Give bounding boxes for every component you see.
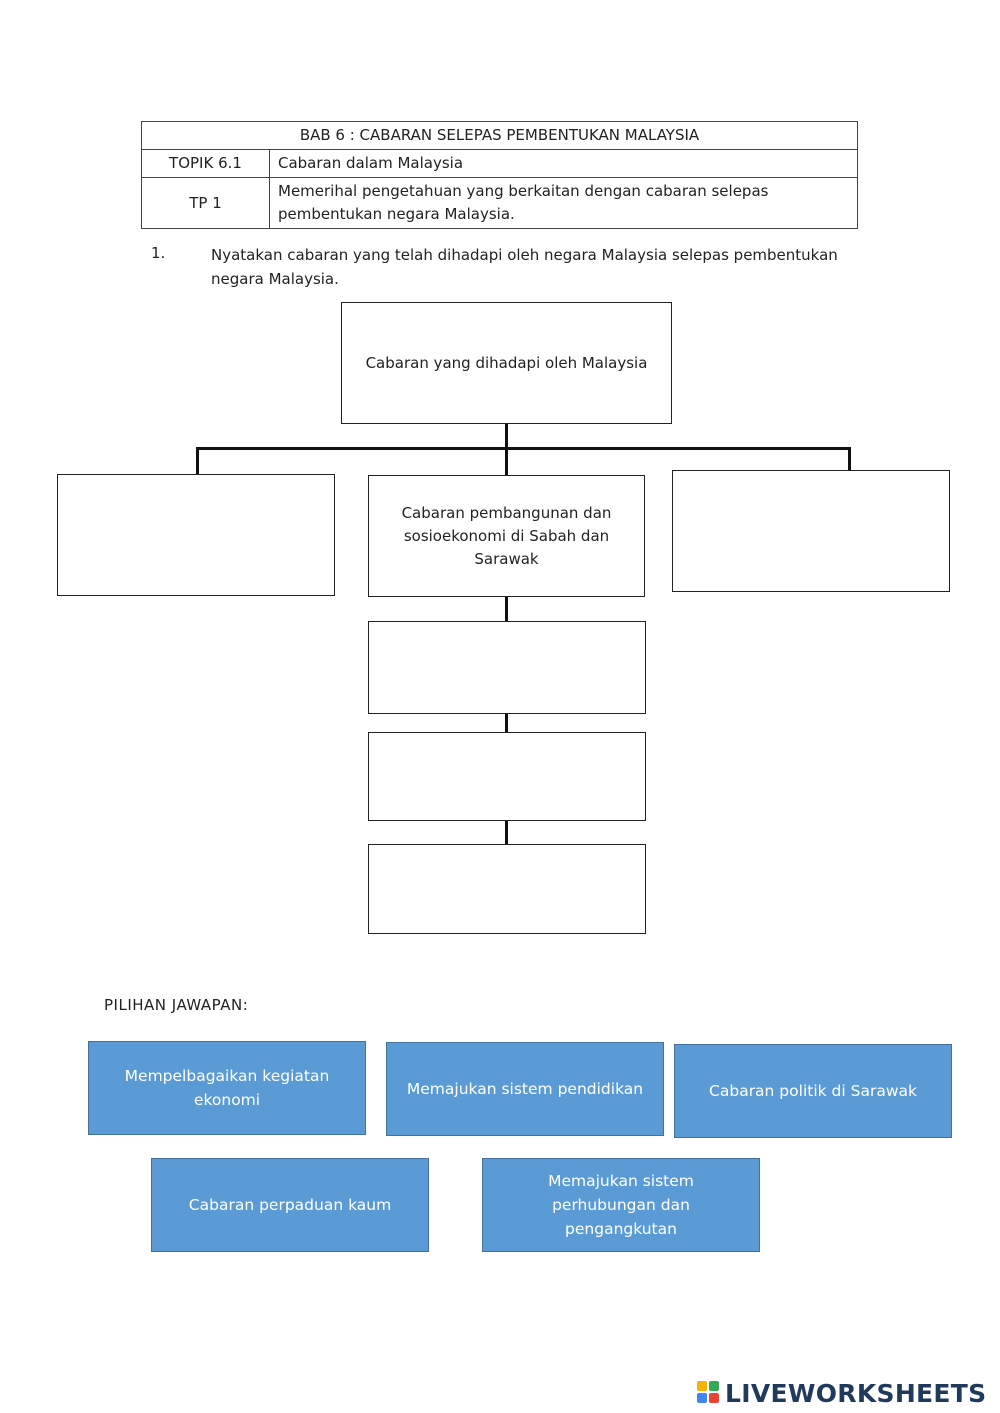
- root-box: Cabaran yang dihadapi oleh Malaysia: [341, 302, 672, 424]
- connector-center-2: [505, 713, 508, 732]
- brand-name: LIVEWORKSHEETS: [725, 1378, 987, 1408]
- chapter-title: BAB 6 : CABARAN SELEPAS PEMBENTUKAN MALA…: [141, 121, 858, 150]
- left-answer-dropzone[interactable]: [57, 474, 335, 596]
- connector-left-down: [196, 447, 199, 474]
- center-branch-label: Cabaran pembangunan dan sosioekonomi di …: [401, 503, 612, 568]
- answer-option-1[interactable]: Mempelbagaikan kegiatan ekonomi: [88, 1041, 366, 1135]
- sub-answer-dropzone-2[interactable]: [368, 732, 646, 821]
- topic-label: TOPIK 6.1: [141, 149, 270, 178]
- answer-option-4-label: Cabaran perpaduan kaum: [188, 1196, 392, 1214]
- sub-answer-dropzone-3[interactable]: [368, 844, 646, 934]
- tp-value: Memerihal pengetahuan yang berkaitan den…: [269, 177, 858, 229]
- answer-option-5-label: Memajukan sistem perhubungan dan pengang…: [548, 1172, 694, 1238]
- connector-horizontal: [196, 447, 851, 450]
- connector-right-down: [848, 447, 851, 471]
- answer-option-2[interactable]: Memajukan sistem pendidikan: [386, 1042, 664, 1136]
- answer-option-5[interactable]: Memajukan sistem perhubungan dan pengang…: [482, 1158, 760, 1252]
- tp-label: TP 1: [141, 177, 270, 229]
- question-number: 1.: [151, 244, 166, 262]
- answer-option-2-label: Memajukan sistem pendidikan: [406, 1080, 644, 1098]
- answer-option-3-label: Cabaran politik di Sarawak: [709, 1082, 917, 1100]
- center-branch-box: Cabaran pembangunan dan sosioekonomi di …: [368, 475, 645, 597]
- topic-value: Cabaran dalam Malaysia: [269, 149, 858, 178]
- liveworksheets-brand[interactable]: LIVEWORKSHEETS: [697, 1376, 986, 1410]
- answer-bank-heading: PILIHAN JAWAPAN:: [104, 996, 249, 1014]
- answer-option-1-label: Mempelbagaikan kegiatan ekonomi: [124, 1067, 330, 1109]
- answer-option-4[interactable]: Cabaran perpaduan kaum: [151, 1158, 429, 1252]
- right-answer-dropzone[interactable]: [672, 470, 950, 592]
- root-box-label: Cabaran yang dihadapi oleh Malaysia: [365, 353, 648, 372]
- sub-answer-dropzone-1[interactable]: [368, 621, 646, 714]
- connector-center-1: [505, 596, 508, 621]
- connector-center-3: [505, 820, 508, 844]
- header-table: BAB 6 : CABARAN SELEPAS PEMBENTUKAN MALA…: [141, 121, 858, 229]
- answer-option-3[interactable]: Cabaran politik di Sarawak: [674, 1044, 952, 1138]
- liveworksheets-logo-icon: [697, 1381, 721, 1405]
- question-text: Nyatakan cabaran yang telah dihadapi ole…: [211, 246, 838, 288]
